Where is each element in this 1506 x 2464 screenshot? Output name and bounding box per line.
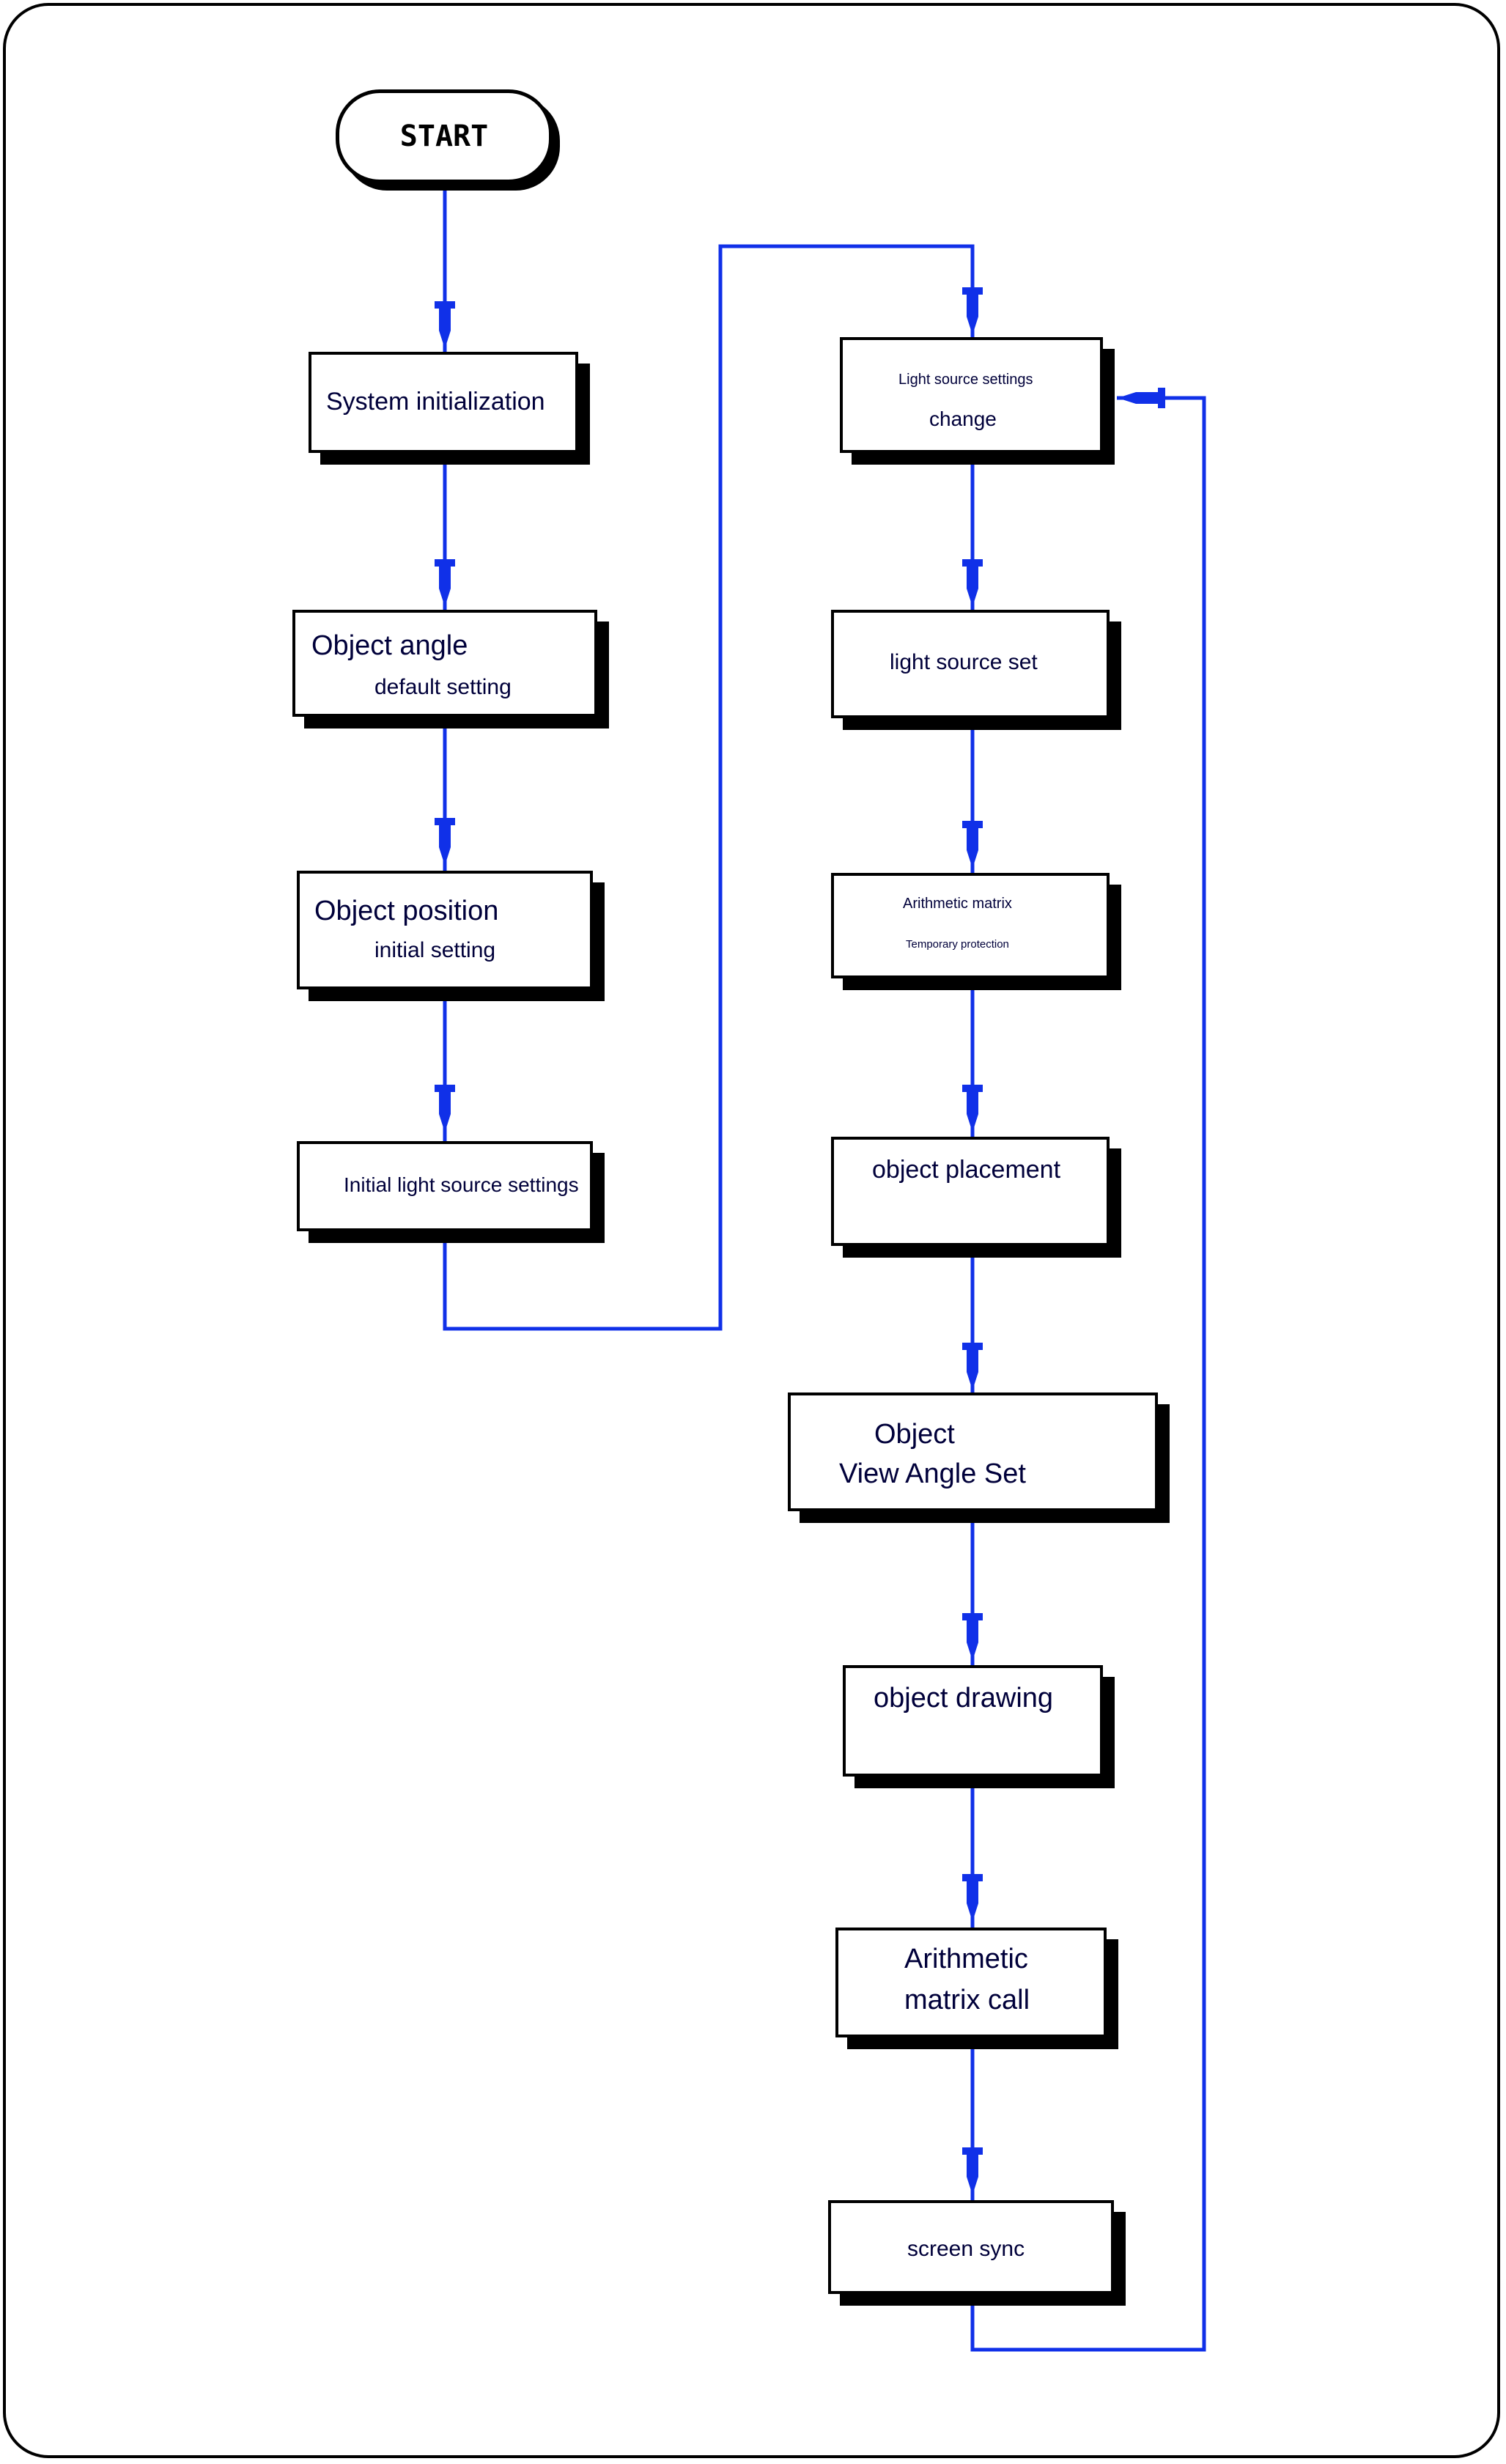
box-label: screen sync xyxy=(907,2237,1025,2261)
arrowhead-object-angle xyxy=(435,559,455,607)
arrowhead-matrix-call xyxy=(962,1874,983,1922)
box-screen-sync: screen sync xyxy=(828,2200,1114,2294)
box-label-line-2: default setting xyxy=(374,675,512,699)
box-label-line-2: matrix call xyxy=(904,1985,1030,2015)
box-light-source-set: light source set xyxy=(831,610,1110,718)
box-label-line-1: Light source settings xyxy=(898,372,1033,388)
box-label-line-2: Temporary protection xyxy=(906,938,1009,951)
arrowhead-arithmetic-matrix xyxy=(962,821,983,868)
arrowhead-loop-back xyxy=(1118,388,1165,408)
box-arithmetic-matrix-call: Arithmetic matrix call xyxy=(835,1928,1107,2037)
box-object-drawing: object drawing xyxy=(843,1665,1103,1777)
box-label: Initial light source settings xyxy=(344,1173,579,1196)
arrowhead-view-angle xyxy=(962,1343,983,1390)
box-label: light source set xyxy=(890,650,1038,674)
box-label-line-2: View Angle Set xyxy=(839,1458,1026,1489)
box-label: System initialization xyxy=(326,388,545,416)
box-object-angle: Object angle default setting xyxy=(292,610,597,717)
arrowhead-initial-light xyxy=(435,1085,455,1132)
arrowhead-light-set xyxy=(962,559,983,607)
box-label-line-1: Object angle xyxy=(311,630,468,661)
arrowhead-object-drawing xyxy=(962,1613,983,1661)
start-label: START xyxy=(399,119,489,153)
box-light-source-settings-change: Light source settings change xyxy=(840,337,1103,453)
box-object-placement: object placement xyxy=(831,1137,1110,1246)
box-object-position: Object position initial setting xyxy=(297,871,593,989)
diagram-frame xyxy=(3,3,1500,2458)
box-label-line-2: initial setting xyxy=(374,938,496,962)
box-label-line-2: change xyxy=(929,407,997,430)
box-arithmetic-matrix-temporary: Arithmetic matrix Temporary protection xyxy=(831,873,1110,978)
box-label-line-1: Arithmetic xyxy=(904,1944,1028,1974)
arrowhead-object-position xyxy=(435,818,455,866)
arrowhead-screen-sync xyxy=(962,2147,983,2195)
arrowhead-light-change xyxy=(962,287,983,335)
start-terminal: START xyxy=(336,89,553,183)
connector-left-to-right-column xyxy=(443,244,975,1331)
arrowhead-system-init xyxy=(435,301,455,349)
box-label: object drawing xyxy=(874,1683,1054,1714)
box-label-line-1: Object xyxy=(874,1419,955,1450)
box-label-line-1: Object position xyxy=(314,896,499,926)
box-label: object placement xyxy=(872,1156,1061,1184)
box-label-line-1: Arithmetic matrix xyxy=(903,896,1012,912)
arrowhead-object-placement xyxy=(962,1085,983,1132)
box-initial-light-source: Initial light source settings xyxy=(297,1141,593,1231)
connector-screen-sync-loop-back xyxy=(970,396,1206,2352)
box-object-view-angle-set: Object View Angle Set xyxy=(788,1393,1158,1511)
box-system-initialization: System initialization xyxy=(309,352,578,453)
